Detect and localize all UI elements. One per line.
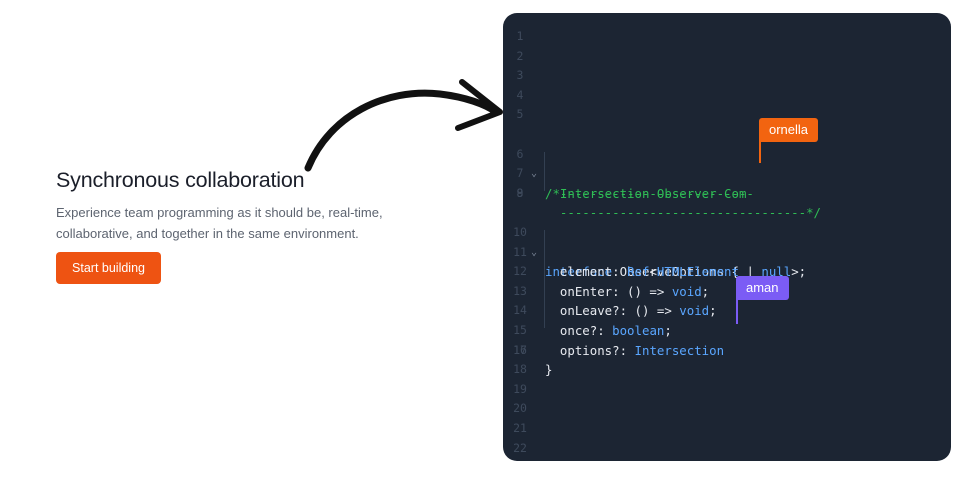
code-line: 19: [513, 381, 527, 396]
code-line: 4: [516, 87, 524, 102]
code-line: 13 onLeave?: () => void;: [513, 283, 717, 319]
code-line: 3: [516, 68, 524, 83]
collaborator-flag-aman: aman: [736, 276, 789, 300]
start-building-button[interactable]: Start building: [56, 252, 161, 284]
code-line: 8 ---------------------------------*/: [516, 185, 822, 221]
code-line: 21: [513, 421, 527, 435]
code-line: 20: [513, 401, 527, 416]
hero-section: Synchronous collaboration Experience tea…: [56, 166, 396, 284]
code-line: 14 once?: boolean;: [513, 303, 672, 338]
code-line: 9: [516, 185, 524, 200]
code-line: 10 ⌄ interface ObserveOptions {: [513, 224, 739, 280]
collaborator-flag-ornella: ornella: [759, 118, 819, 142]
code-editor[interactable]: 1 2 3 4 5 6 ⌄ /*------------------------…: [503, 13, 951, 461]
collaborator-cursor-aman: [736, 299, 738, 324]
code-line: 16 }: [513, 342, 553, 378]
collaborator-cursor-ornella: [759, 141, 761, 163]
code-line: 17: [513, 342, 527, 357]
fold-chevron-icon[interactable]: ⌄: [531, 168, 538, 180]
hero-description: Experience team programming as it should…: [56, 205, 383, 241]
code-line: 6 ⌄ /*--------------------------: [516, 146, 754, 201]
code-line: 15 options?: Intersection: [513, 322, 725, 358]
indent-guide: [544, 152, 545, 191]
code-line: 12 onEnter: () => void;: [513, 264, 710, 299]
code-line: 1: [516, 29, 524, 43]
code-line: 2: [516, 48, 524, 63]
code-line: 5: [516, 107, 524, 122]
code-line: 22: [513, 440, 527, 455]
curved-arrow-icon: [304, 79, 503, 172]
code-line: 7 Intersection Observer Com: [516, 166, 747, 201]
code-line: 18: [513, 362, 527, 377]
fold-chevron-icon[interactable]: ⌄: [531, 246, 538, 258]
indent-guide: [544, 230, 545, 328]
code-line: 11 element: Ref<HTMLElement | null>;: [513, 244, 807, 280]
hero-title: Synchronous collaboration: [56, 168, 305, 192]
